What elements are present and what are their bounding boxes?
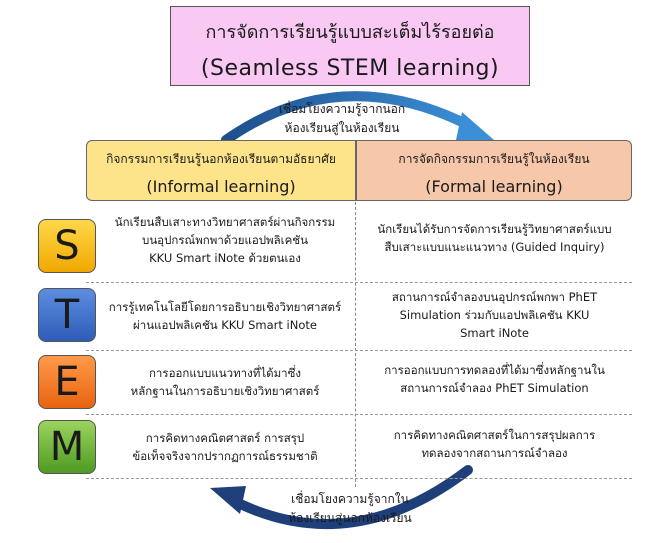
- row-separator: [86, 282, 632, 283]
- row-s-informal-line: KKU Smart iNote ด้วยตนเอง: [149, 251, 301, 265]
- row-t-formal-line: สถานการณ์จำลองบนอุปกรณ์พกพา PhET: [391, 290, 598, 304]
- title-english: (Seamless STEM learning): [200, 56, 500, 81]
- top-note-line-2: ห้องเรียนสู่ในห้องเรียน: [284, 121, 400, 135]
- row-separator: [86, 414, 632, 415]
- row-t-informal-line: การรู้เทคโนโลยีโดยการอธิบายเชิงวิทยาศาสต…: [108, 300, 342, 314]
- row-s-informal-line: บนอุปกรณ์พกพาด้วยแอปพลิเคชัน: [142, 233, 308, 247]
- row-t-formal-line: Smart iNote: [460, 326, 529, 340]
- row-s-informal: นักเรียนสืบเสาะทางวิทยาศาสตร์ผ่านกิจกรรม…: [100, 213, 350, 267]
- bottom-arrow-note: เชื่อมโยงความรู้จากใน ห้องเรียนสู่นอกห้อ…: [240, 490, 460, 528]
- row-s-formal-line: สืบเสาะแบบแนะแนวทาง (Guided Inquiry): [384, 240, 605, 254]
- row-t-formal-line: Simulation ร่วมกับแอปพลิเคชัน KKU: [399, 308, 590, 322]
- row-e-informal-line: การออกแบบแนวทางที่ได้มาซึ่ง: [148, 366, 302, 380]
- row-e-formal-line: การออกแบบการทดลองที่ได้มาซึ่งหลักฐานใน: [384, 363, 605, 377]
- header-formal-thai: การจัดกิจกรรมการเรียนรู้ในห้องเรียน: [398, 152, 590, 166]
- row-s-informal-line: นักเรียนสืบเสาะทางวิทยาศาสตร์ผ่านกิจกรรม: [114, 215, 336, 229]
- row-m-informal-line: ข้อเท็จจริงจากปรากฏการณ์ธรรมชาติ: [132, 449, 318, 463]
- row-s-formal: นักเรียนได้รับการจัดการเรียนรู้วิทยาศาสต…: [362, 220, 627, 256]
- letter-m-badge: M: [38, 420, 96, 474]
- letter-t-badge: T: [38, 288, 96, 342]
- row-s-formal-line: นักเรียนได้รับการจัดการเรียนรู้วิทยาศาสต…: [377, 222, 612, 236]
- row-t-formal: สถานการณ์จำลองบนอุปกรณ์พกพา PhET Simulat…: [362, 288, 627, 342]
- row-m-formal: การคิดทางคณิตศาสตร์ในการสรุปผลการ ทดลองจ…: [362, 426, 627, 462]
- row-separator: [86, 478, 632, 479]
- row-t-informal-line: ผ่านแอปพลิเคชัน KKU Smart iNote: [133, 318, 317, 332]
- row-m-formal-line: ทดลองจากสถานการณ์จำลอง: [421, 446, 568, 460]
- row-e-formal-line: สถานการณ์จำลอง PhET Simulation: [400, 381, 589, 395]
- row-m-formal-line: การคิดทางคณิตศาสตร์ในการสรุปผลการ: [393, 428, 596, 442]
- header-formal: การจัดกิจกรรมการเรียนรู้ในห้องเรียน (For…: [356, 140, 632, 201]
- header-informal: กิจกรรมการเรียนรู้นอกห้องเรียนตามอัธยาศั…: [86, 140, 356, 201]
- row-e-formal: การออกแบบการทดลองที่ได้มาซึ่งหลักฐานใน ส…: [362, 361, 627, 397]
- column-divider: [355, 202, 356, 487]
- letter-e-badge: E: [38, 355, 96, 409]
- row-separator: [86, 350, 632, 351]
- row-t-informal: การรู้เทคโนโลยีโดยการอธิบายเชิงวิทยาศาสต…: [100, 298, 350, 334]
- row-m-informal-line: การคิดทางคณิตศาสตร์ การสรุป: [145, 431, 305, 445]
- title-box: การจัดการเรียนรู้แบบสะเต็มไร้รอยต่อ (Sea…: [170, 6, 530, 86]
- top-arrow-note: เชื่อมโยงความรู้จากนอก ห้องเรียนสู่ในห้อ…: [232, 100, 452, 138]
- header-informal-english: (Informal learning): [146, 177, 296, 196]
- letter-s-badge: S: [38, 219, 96, 273]
- header-informal-thai: กิจกรรมการเรียนรู้นอกห้องเรียนตามอัธยาศั…: [106, 152, 336, 166]
- bottom-note-line-1: เชื่อมโยงความรู้จากใน: [291, 492, 409, 506]
- bottom-note-line-2: ห้องเรียนสู่นอกห้องเรียน: [288, 511, 412, 525]
- top-note-line-1: เชื่อมโยงความรู้จากนอก: [278, 102, 406, 116]
- row-e-informal-line: หลักฐานในการอธิบายเชิงวิทยาศาสตร์: [130, 384, 320, 398]
- arrow-top-head: [456, 112, 494, 140]
- row-m-informal: การคิดทางคณิตศาสตร์ การสรุป ข้อเท็จจริงจ…: [100, 429, 350, 465]
- header-formal-english: (Formal learning): [425, 177, 563, 196]
- title-thai: การจัดการเรียนรู้แบบสะเต็มไร้รอยต่อ: [205, 22, 495, 43]
- row-e-informal: การออกแบบแนวทางที่ได้มาซึ่ง หลักฐานในการ…: [100, 364, 350, 400]
